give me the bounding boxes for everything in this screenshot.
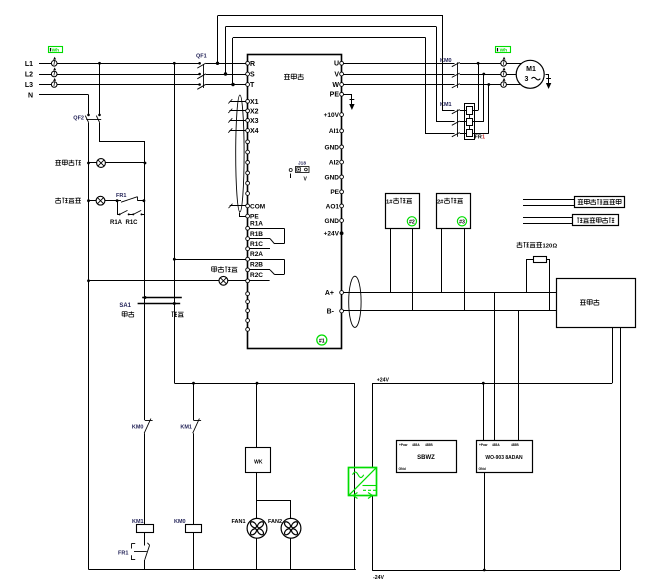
svg-text:R1A: R1A xyxy=(110,220,123,226)
svg-text:2#: 2# xyxy=(437,200,444,206)
svg-text:R: R xyxy=(250,61,255,68)
svg-text:485A: 485A xyxy=(492,443,500,447)
svg-text:PE: PE xyxy=(330,189,339,196)
svg-text:T: T xyxy=(250,82,255,89)
svg-text:1: 1 xyxy=(482,135,485,141)
svg-text:FAN2: FAN2 xyxy=(268,519,282,525)
svg-text:SA1: SA1 xyxy=(119,303,131,309)
svg-text:FR: FR xyxy=(475,135,482,141)
svg-text:R1B: R1B xyxy=(250,231,263,238)
svg-text:+10V: +10V xyxy=(324,112,340,119)
svg-text:X2: X2 xyxy=(250,108,259,115)
svg-text:#2: #2 xyxy=(409,220,415,226)
svg-text:Wh: Wh xyxy=(500,48,508,54)
svg-text:1#: 1# xyxy=(386,200,393,206)
svg-text:AO1: AO1 xyxy=(326,203,340,210)
svg-text:L2: L2 xyxy=(25,72,33,79)
svg-text:485A: 485A xyxy=(412,443,420,447)
svg-text:120: 120 xyxy=(543,244,553,250)
svg-text:+24V: +24V xyxy=(377,377,390,383)
svg-text:Ω: Ω xyxy=(553,244,558,250)
svg-text:+Pow: +Pow xyxy=(399,443,408,447)
svg-text:WO-903 8ADAN: WO-903 8ADAN xyxy=(485,455,523,461)
svg-text:KM1: KM1 xyxy=(180,424,192,430)
svg-text:GNd: GNd xyxy=(399,467,406,471)
svg-text:R2B: R2B xyxy=(250,262,263,269)
svg-text:485B: 485B xyxy=(511,443,519,447)
svg-text:PE: PE xyxy=(330,92,340,99)
svg-text:R2C: R2C xyxy=(250,272,263,279)
svg-text:W: W xyxy=(332,82,339,89)
svg-text:S: S xyxy=(250,72,255,79)
svg-text:X4: X4 xyxy=(250,128,259,135)
svg-text:PE: PE xyxy=(250,214,259,221)
svg-text:KM1: KM1 xyxy=(132,519,144,525)
svg-text:FAN1: FAN1 xyxy=(232,519,246,525)
svg-text:KM1: KM1 xyxy=(440,102,452,108)
svg-text:R1C: R1C xyxy=(250,241,263,248)
svg-text:V: V xyxy=(304,177,308,183)
svg-text:QF2: QF2 xyxy=(73,116,84,122)
svg-text:GND: GND xyxy=(325,218,340,225)
svg-text:R1C: R1C xyxy=(126,220,139,226)
svg-text:X1: X1 xyxy=(250,99,259,106)
svg-text:#3: #3 xyxy=(459,220,465,226)
svg-text:FR1: FR1 xyxy=(116,193,126,199)
svg-text:-24V: -24V xyxy=(373,575,384,581)
svg-text:485B: 485B xyxy=(425,443,433,447)
svg-text:KM0: KM0 xyxy=(174,519,186,525)
svg-text:GNd: GNd xyxy=(479,467,486,471)
svg-text:J18: J18 xyxy=(298,161,306,167)
svg-text:Wh: Wh xyxy=(52,48,60,54)
svg-text:FR1: FR1 xyxy=(118,551,128,557)
svg-text:R1A: R1A xyxy=(250,220,263,227)
svg-text:AI1: AI1 xyxy=(329,128,340,135)
svg-text:GND: GND xyxy=(325,174,340,181)
svg-text:#1: #1 xyxy=(319,338,325,344)
svg-text:COM: COM xyxy=(250,203,265,210)
svg-text:M1: M1 xyxy=(526,66,536,73)
svg-text:+24V: +24V xyxy=(324,231,340,238)
svg-text:KM0: KM0 xyxy=(132,424,144,430)
svg-text:N: N xyxy=(28,92,33,99)
svg-text:U: U xyxy=(334,61,339,68)
svg-text:X3: X3 xyxy=(250,118,259,125)
svg-text:QF1: QF1 xyxy=(196,54,207,60)
svg-text:B-: B- xyxy=(327,308,335,315)
svg-text:SBWZ: SBWZ xyxy=(417,455,435,461)
svg-text:AI2: AI2 xyxy=(329,160,340,167)
svg-text:V: V xyxy=(334,71,339,78)
svg-text:A+: A+ xyxy=(325,290,334,297)
svg-text:L1: L1 xyxy=(25,61,33,68)
svg-text:KM0: KM0 xyxy=(440,58,452,64)
svg-text:L3: L3 xyxy=(25,82,33,89)
svg-text:+Pow: +Pow xyxy=(479,443,488,447)
svg-text:GND: GND xyxy=(325,144,340,151)
svg-text:R2A: R2A xyxy=(250,251,263,258)
svg-text:3: 3 xyxy=(525,76,529,83)
svg-text:WK: WK xyxy=(254,459,263,465)
